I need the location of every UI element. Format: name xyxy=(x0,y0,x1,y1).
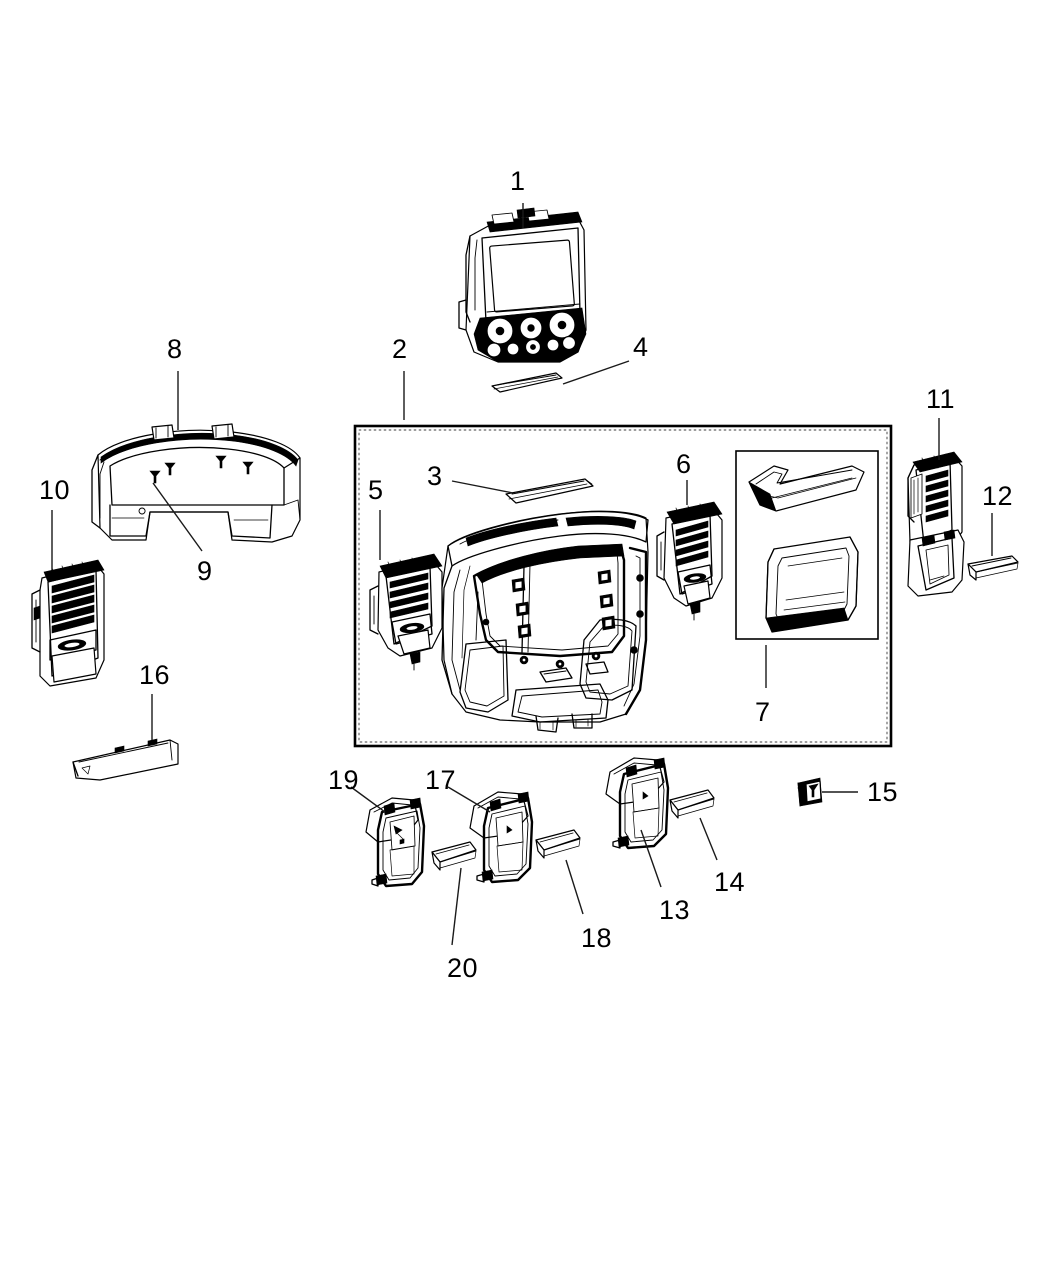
part-3-upper-applique-strip xyxy=(505,478,594,504)
callout-label-9: 9 xyxy=(197,556,213,586)
applique-kit-box xyxy=(735,450,879,640)
callout-label-13: 13 xyxy=(659,895,691,925)
part-12-passenger-outlet-applique xyxy=(967,555,1019,581)
callout-label-12: 12 xyxy=(982,481,1014,511)
part-16-storage-bin-door xyxy=(72,738,179,781)
part-14-lower-bezel-applique-right xyxy=(669,789,715,819)
callout-label-14: 14 xyxy=(714,867,746,897)
part-7-applique-kit xyxy=(748,465,865,633)
part-9-retainer-clips xyxy=(149,455,254,484)
callout-label-11: 11 xyxy=(926,384,956,414)
callout-label-20: 20 xyxy=(447,953,479,983)
part-10-driver-side-air-outlet xyxy=(31,559,105,687)
callout-label-1: 1 xyxy=(510,166,526,196)
callout-label-18: 18 xyxy=(581,923,613,953)
callout-label-16: 16 xyxy=(139,660,171,690)
callout-label-3: 3 xyxy=(427,461,443,491)
callout-label-17: 17 xyxy=(425,765,457,795)
part-1-radio-display-head-unit xyxy=(458,207,587,363)
part-18-lower-bezel-applique-center xyxy=(535,829,581,859)
callout-label-19: 19 xyxy=(328,765,360,795)
callout-label-7: 7 xyxy=(755,697,771,727)
part-11-passenger-side-air-outlet xyxy=(907,451,965,597)
callout-label-2: 2 xyxy=(392,334,408,364)
callout-label-4: 4 xyxy=(633,332,649,362)
part-2-center-stack-bezel xyxy=(441,510,649,733)
callout-label-15: 15 xyxy=(867,777,899,807)
part-5-left-center-air-outlet xyxy=(369,553,443,671)
part-15-switch-lamp-bulb xyxy=(797,777,823,807)
main-assembly-box xyxy=(353,424,893,748)
leader-lines xyxy=(51,203,993,946)
part-20-lower-bezel-applique-left xyxy=(431,841,477,871)
part-13-lower-bezel-outlet-right xyxy=(605,757,670,850)
callout-label-10: 10 xyxy=(39,475,71,505)
part-17-lower-bezel-outlet-center xyxy=(469,791,534,884)
part-8-cluster-hood-bezel xyxy=(91,423,301,543)
callout-label-6: 6 xyxy=(676,449,692,479)
louvres xyxy=(51,574,95,634)
part-19-lower-bezel-outlet-left xyxy=(365,797,426,888)
callout-label-5: 5 xyxy=(368,475,384,505)
retainer-clips xyxy=(511,569,616,639)
part-6-right-center-air-outlet xyxy=(656,501,723,621)
part-4-lower-trim-strip xyxy=(491,372,563,393)
callout-label-8: 8 xyxy=(167,334,183,364)
